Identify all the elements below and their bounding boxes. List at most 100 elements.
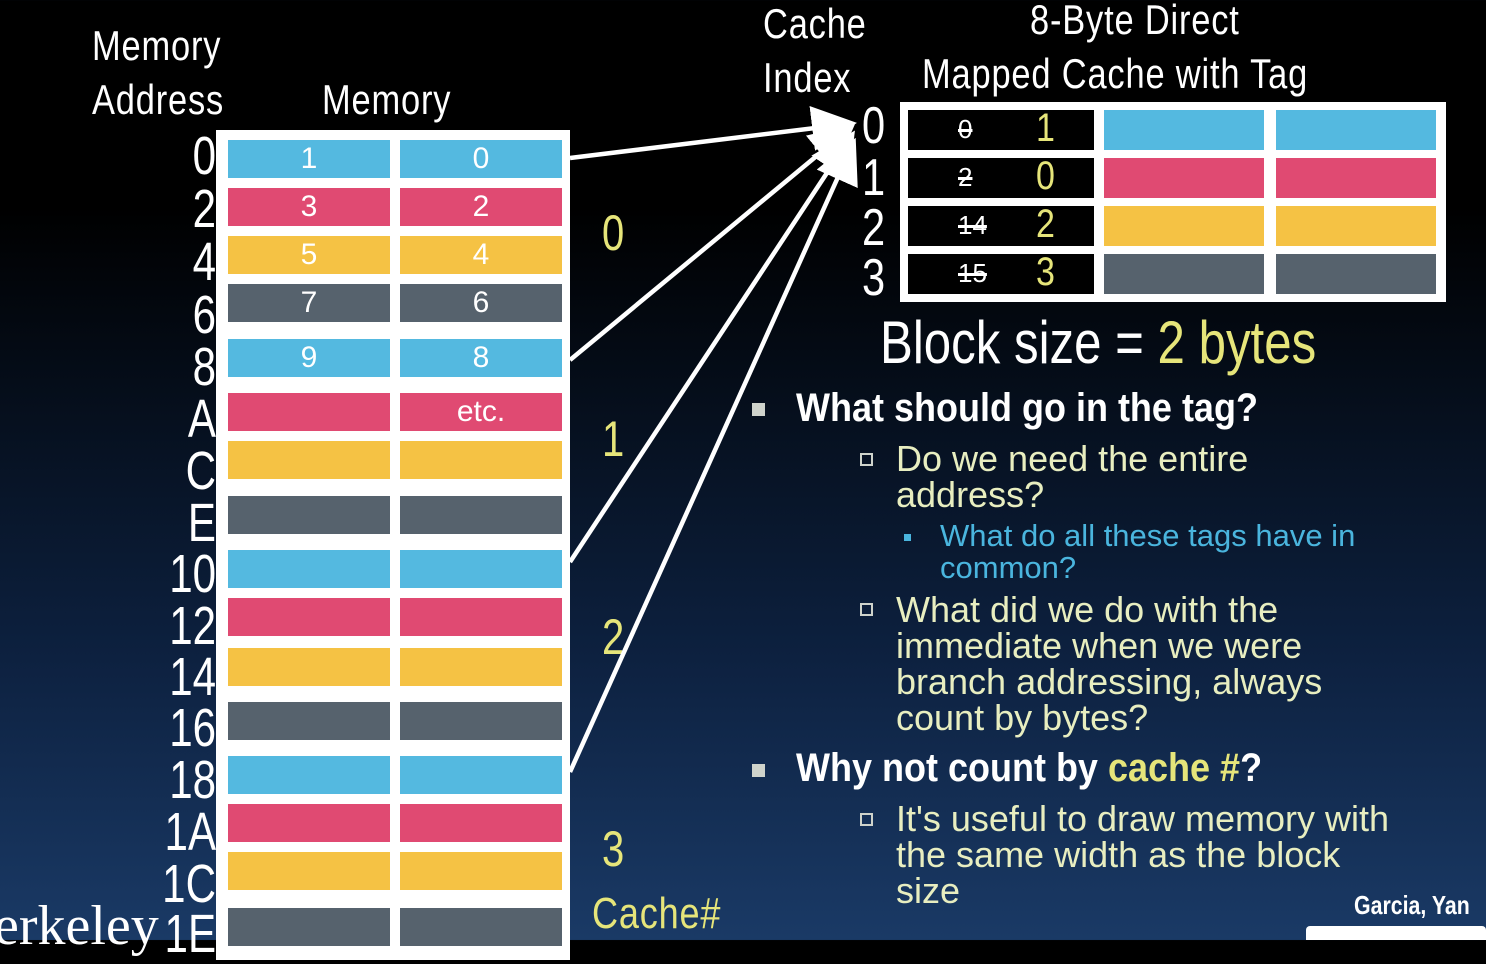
memory-byte-cell: 7 — [228, 284, 390, 322]
memory-address-label: 0 — [192, 126, 216, 186]
cache-index-3: 3 — [862, 249, 886, 307]
memory-byte-cell — [400, 598, 562, 636]
block-size-text: Block size = 2 bytes — [880, 308, 1316, 377]
cache-new-tag: 2 — [1036, 202, 1055, 246]
cache-title-line1: 8-Byte Direct — [1030, 0, 1240, 43]
memory-byte-cell: 6 — [400, 284, 562, 322]
memory-byte-cell: 1 — [228, 140, 390, 178]
memory-byte-cell: 3 — [228, 188, 390, 226]
memory-header: Memory — [322, 76, 452, 123]
cache-data-block — [1104, 158, 1264, 198]
cache-number-3: 3 — [602, 821, 625, 877]
memory-byte-cell — [228, 598, 390, 636]
bullet-small-square-icon — [904, 534, 911, 541]
memory-address-label: 16 — [169, 698, 216, 758]
memory-byte-cell — [228, 496, 390, 534]
memory-byte-cell — [228, 702, 390, 740]
memory-address-label: 2 — [192, 179, 216, 239]
memory-address-label: C — [185, 441, 216, 501]
memory-byte-cell: 5 — [228, 236, 390, 274]
memory-byte-cell — [228, 550, 390, 588]
cache-title-line2: Mapped Cache with Tag — [922, 50, 1309, 97]
cache-data-block — [1276, 206, 1436, 246]
memory-byte-cell — [228, 852, 390, 890]
memory-byte-cell: 2 — [400, 188, 562, 226]
memory-byte-cell: 0 — [400, 140, 562, 178]
bullet-square-icon — [752, 764, 765, 777]
memory-byte-cell — [400, 496, 562, 534]
memory-byte-cell — [228, 441, 390, 479]
memory-byte-cell — [400, 804, 562, 842]
memory-byte-cell — [400, 702, 562, 740]
cache-data-block — [1276, 254, 1436, 294]
cache-index-0: 0 — [862, 97, 886, 155]
memory-byte-cell: etc. — [400, 393, 562, 431]
memory-byte-cell — [228, 393, 390, 431]
memory-address-label: E — [187, 493, 216, 553]
cache-old-tag: 0 — [958, 114, 973, 144]
bullet-square-icon — [752, 403, 765, 416]
block-size-prefix: Block size = — [880, 309, 1158, 376]
cache-index-header-line1: Cache — [763, 0, 867, 47]
memory-byte-cell — [400, 852, 562, 890]
arrow-block-2 — [568, 130, 855, 564]
cache-old-tag: 2 — [958, 162, 973, 192]
cache-number-1: 1 — [602, 411, 625, 467]
bullet-hollow-square-icon — [860, 453, 873, 466]
memory-address-label: 18 — [169, 750, 216, 810]
memory-byte-cell — [228, 756, 390, 794]
bullet-q2: Why not count by cache #? — [796, 746, 1263, 790]
cache-number-label: Cache# — [592, 889, 722, 938]
memory-address-header-line1: Memory — [92, 22, 222, 69]
memory-address-label: 1C — [162, 854, 216, 914]
cache-old-tag: 14 — [958, 210, 987, 240]
cache-new-tag: 0 — [1036, 154, 1055, 198]
memory-address-label: 6 — [192, 285, 216, 345]
cache-new-tag: 3 — [1036, 250, 1055, 294]
memory-address-label: 4 — [192, 232, 216, 292]
memory-byte-cell: 9 — [228, 339, 390, 377]
bullet-hollow-square-icon — [860, 603, 873, 616]
cache-index-2: 2 — [862, 199, 886, 257]
cache-number-0: 0 — [602, 205, 625, 261]
cache-new-tag: 1 — [1036, 106, 1055, 150]
memory-byte-cell: 8 — [400, 339, 562, 377]
bullet-hollow-square-icon — [860, 813, 873, 826]
arrow-block-1 — [568, 124, 855, 362]
block-size-value: 2 bytes — [1157, 309, 1317, 376]
cache-data-block — [1104, 206, 1264, 246]
memory-address-label: 12 — [169, 596, 216, 656]
memory-address-label: 8 — [192, 337, 216, 397]
memory-address-label: A — [187, 389, 216, 449]
cache-number-2: 2 — [602, 609, 625, 665]
bullet-q2-sub1: It's useful to draw memory with the same… — [896, 798, 1390, 911]
memory-byte-cell — [400, 441, 562, 479]
bullet-q1: What should go in the tag? — [796, 386, 1258, 430]
memory-address-label: 1A — [164, 802, 216, 862]
bullet-q1-sub2: What did we do with the immediate when w… — [896, 589, 1323, 738]
cache-tag-cell: 14 2 — [908, 202, 1094, 246]
cache-index-1: 1 — [862, 149, 886, 207]
cache-index-header-line2: Index — [763, 54, 852, 101]
cache-data-block — [1104, 254, 1264, 294]
berkeley-logo: erkeley — [0, 895, 159, 957]
mapping-arrows — [568, 106, 858, 564]
cache-data-block — [1276, 110, 1436, 150]
memory-address-label: 10 — [169, 544, 216, 604]
cache-data-block — [1104, 110, 1264, 150]
cache-data-block — [1276, 158, 1436, 198]
memory-byte-cell — [400, 756, 562, 794]
memory-byte-cell — [228, 804, 390, 842]
memory-address-label: 14 — [169, 647, 216, 707]
memory-byte-cell — [228, 648, 390, 686]
memory-byte-cell — [400, 648, 562, 686]
memory-address-header-line2: Address — [92, 76, 225, 123]
bullet-q1-sub1: Do we need the entire address? — [896, 438, 1249, 515]
credit-text: Garcia, Yan — [1354, 890, 1470, 920]
memory-byte-cell: 4 — [400, 236, 562, 274]
memory-byte-cell — [400, 550, 562, 588]
